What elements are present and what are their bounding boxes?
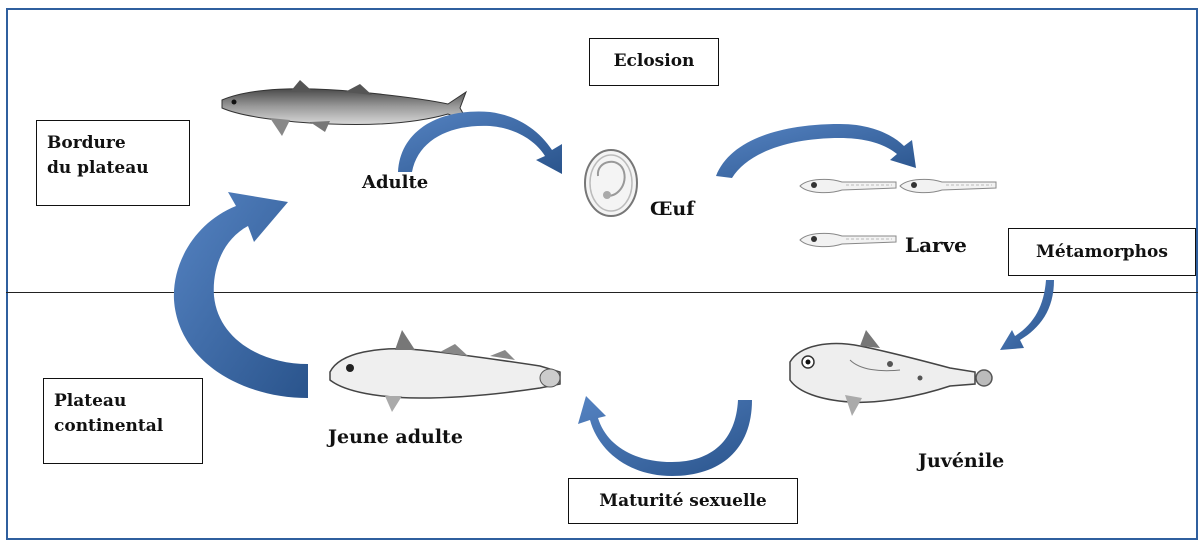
lower-zone-box: Plateau continental bbox=[43, 378, 203, 464]
maturity-box: Maturité sexuelle bbox=[568, 478, 798, 524]
arrow-young-adult-to-adult bbox=[174, 192, 308, 398]
juvenile-fish-icon bbox=[790, 330, 992, 416]
juvenile-label: Juvénile bbox=[918, 450, 1004, 472]
hatching-box: Eclosion bbox=[589, 38, 719, 86]
larva-icon-3 bbox=[800, 233, 896, 246]
metamorphosis-label: Métamorphos bbox=[1036, 242, 1168, 262]
larva-label: Larve bbox=[905, 233, 967, 257]
arrow-juvenile-to-young-adult bbox=[578, 396, 752, 476]
larva-icon-2 bbox=[900, 179, 996, 192]
young-adult-label: Jeune adulte bbox=[328, 426, 463, 448]
lower-zone-label-line1: Plateau bbox=[54, 389, 192, 414]
young-adult-fish-icon bbox=[330, 330, 560, 412]
egg-icon bbox=[585, 150, 637, 216]
hatching-label: Eclosion bbox=[614, 51, 695, 71]
upper-zone-box: Bordure du plateau bbox=[36, 120, 190, 206]
maturity-label: Maturité sexuelle bbox=[599, 491, 766, 511]
larva-icon-1 bbox=[800, 179, 896, 192]
upper-zone-label-line1: Bordure bbox=[47, 131, 179, 156]
arrow-egg-to-larva bbox=[716, 124, 916, 178]
adult-label: Adulte bbox=[362, 172, 428, 193]
upper-zone-label-line2: du plateau bbox=[47, 156, 179, 181]
arrow-larva-to-juvenile bbox=[1000, 280, 1054, 350]
egg-label: Œuf bbox=[650, 198, 694, 220]
metamorphosis-box: Métamorphos bbox=[1008, 228, 1196, 276]
lower-zone-label-line2: continental bbox=[54, 414, 192, 439]
arrow-adult-to-egg bbox=[398, 112, 562, 174]
